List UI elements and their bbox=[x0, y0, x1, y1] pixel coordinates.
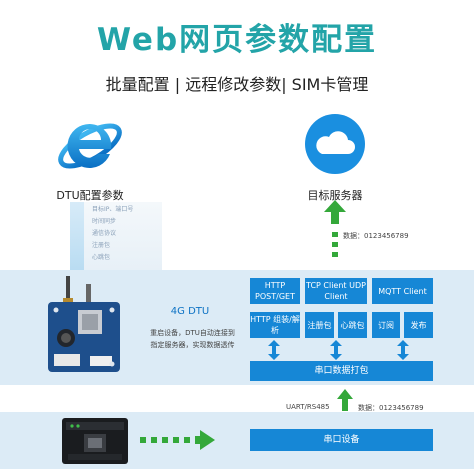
dtu-name: 4G DTU bbox=[170, 306, 210, 317]
mqtt-client-box: MQTT Client bbox=[372, 278, 433, 304]
config-list-panel: 目标IP、端口号 时间同步 通信协议 注册包 心跳包 bbox=[70, 202, 162, 270]
config-item: 时间同步 bbox=[92, 218, 117, 225]
bidirectional-arrow-icon bbox=[330, 340, 342, 360]
upload-arrow-icon bbox=[324, 200, 346, 257]
register-packet-box: 注册包 bbox=[305, 312, 334, 338]
target-server-label: 目标服务器 bbox=[307, 189, 363, 202]
serial-device-box: 串口设备 bbox=[250, 429, 433, 451]
publish-box: 发布 bbox=[404, 312, 433, 338]
page-title: Web网页参数配置 bbox=[96, 22, 378, 58]
serial-pack-box: 串口数据打包 bbox=[250, 361, 433, 381]
http-parse-box: HTTP 组装/解析 bbox=[250, 312, 300, 338]
page-subtitle: 批量配置 | 远程修改参数| SIM卡管理 bbox=[105, 75, 369, 94]
server-data-note: 数据：0123456789 bbox=[343, 232, 409, 240]
dtu-board-icon bbox=[48, 276, 120, 372]
cloud-icon bbox=[305, 114, 365, 174]
ie-browser-icon bbox=[58, 123, 122, 169]
config-list-sidebar bbox=[70, 202, 84, 270]
tcp-udp-client-box: TCP Client UDP Client bbox=[305, 278, 367, 304]
bidirectional-arrow-icon bbox=[268, 340, 280, 360]
subscribe-box: 订阅 bbox=[372, 312, 400, 338]
config-item: 注册包 bbox=[92, 242, 111, 249]
uart-data-note: 数据：0123456789 bbox=[358, 404, 424, 412]
dtu-description-2: 指定服务器，实现数据透传 bbox=[150, 341, 235, 349]
uart-label: UART/RS485 bbox=[286, 403, 330, 411]
dtu-description-1: 重启设备，DTU自动连接到 bbox=[150, 329, 235, 337]
serial-data-arrow-icon bbox=[140, 430, 215, 450]
serial-device-icon bbox=[62, 418, 128, 464]
http-post-get-box: HTTP POST/GET bbox=[250, 278, 300, 304]
config-item: 通信协议 bbox=[92, 230, 117, 237]
config-item: 心跳包 bbox=[92, 254, 111, 261]
heartbeat-packet-box: 心跳包 bbox=[338, 312, 367, 338]
bidirectional-arrow-icon bbox=[397, 340, 409, 360]
uplink-arrow-icon bbox=[337, 389, 353, 411]
dtu-config-label: DTU配置参数 bbox=[56, 189, 124, 202]
config-item: 目标IP、端口号 bbox=[92, 206, 134, 213]
